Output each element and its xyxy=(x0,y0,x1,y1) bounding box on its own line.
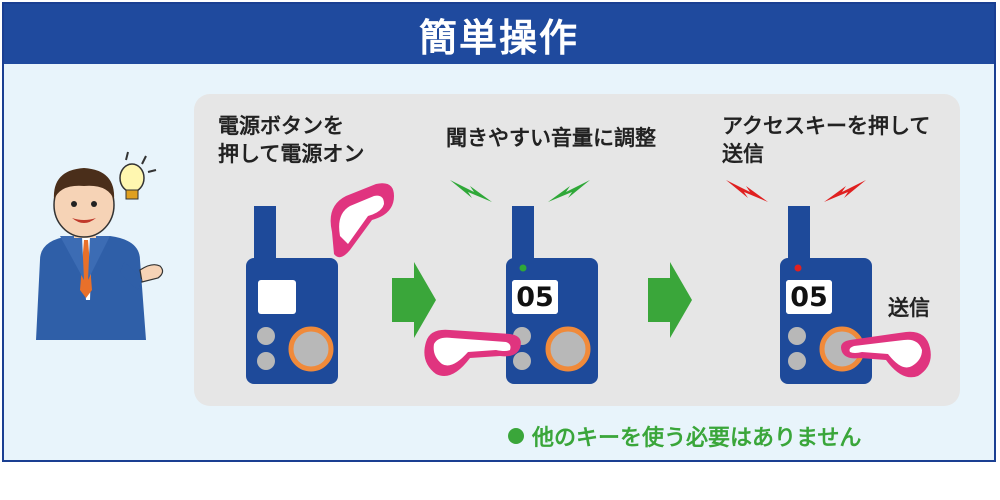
step-arrow-1 xyxy=(392,262,436,338)
step-1-label-line1: 電源ボタンを xyxy=(218,114,344,138)
page-title: 簡単操作 xyxy=(418,15,579,60)
step-3-label: アクセスキーを押して 送信 xyxy=(722,112,930,168)
header-bar: 簡単操作 xyxy=(4,4,994,64)
radio-device-1 xyxy=(246,206,338,384)
device-2-display: 05 xyxy=(512,280,558,314)
step-1-label-line2: 押して電源オン xyxy=(218,142,365,166)
pointing-hand-icon-volume xyxy=(424,329,521,376)
step-1-label: 電源ボタンを 押して電源オン xyxy=(218,112,364,168)
businessman-illustration xyxy=(36,168,164,340)
send-label: 送信 xyxy=(888,296,930,320)
device-3-display: 05 xyxy=(786,280,832,314)
footer-note-text: 他のキーを使う必要はありません xyxy=(532,426,862,451)
pointing-hand-icon-send xyxy=(841,331,931,378)
step-3-label-line1: アクセスキーを押して xyxy=(722,114,931,138)
step-2-label: 聞きやすい音量に調整 xyxy=(446,124,656,152)
step-3-label-line2: 送信 xyxy=(722,142,764,166)
lightbulb-icon xyxy=(119,151,157,200)
signal-icon-red xyxy=(726,180,866,202)
footer-note: 他のキーを使う必要はありません xyxy=(508,420,861,452)
signal-icon-green xyxy=(450,180,590,202)
step-2-label-line1: 聞きやすい音量に調整 xyxy=(446,126,656,150)
pointing-hand-icon-power xyxy=(330,183,394,258)
step-arrow-2 xyxy=(648,262,692,338)
bullet-dot-icon xyxy=(508,428,524,444)
